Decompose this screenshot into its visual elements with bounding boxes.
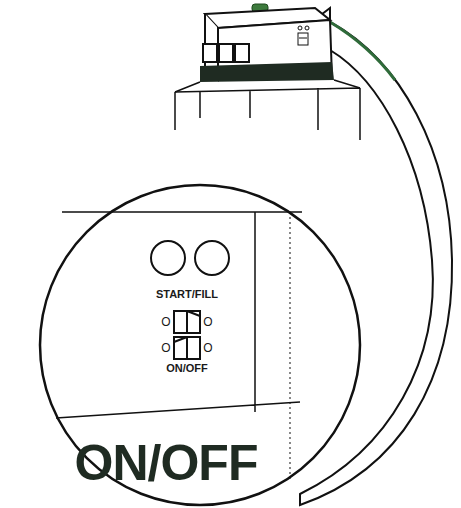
panel-square bbox=[203, 44, 217, 62]
heading-label: ON/OFF bbox=[75, 438, 258, 488]
rocker-switch bbox=[174, 337, 187, 359]
rocker-switch bbox=[187, 311, 200, 333]
indicator-dot bbox=[305, 26, 309, 30]
switch-label: ON/OFF bbox=[166, 363, 208, 374]
switch-label: START/FILL bbox=[156, 289, 218, 300]
machine-body bbox=[175, 80, 360, 92]
switch-position: O bbox=[161, 342, 170, 354]
mini-switch-line bbox=[299, 38, 307, 39]
indicator-lamp bbox=[151, 241, 185, 275]
rocker-switch bbox=[174, 311, 200, 333]
panel-square bbox=[235, 44, 249, 62]
switch-position: O bbox=[203, 316, 212, 328]
magnifier-circle bbox=[40, 185, 360, 505]
panel-edge bbox=[56, 212, 302, 418]
rocker-switch bbox=[174, 337, 200, 359]
panel-square bbox=[219, 44, 233, 62]
arrow-accent bbox=[330, 22, 395, 80]
panel-edge bbox=[290, 212, 291, 480]
indicator-dot bbox=[298, 26, 302, 30]
switch-position: O bbox=[161, 316, 170, 328]
mini-switch bbox=[298, 33, 308, 45]
switch-position: O bbox=[203, 342, 212, 354]
machine-body bbox=[175, 88, 360, 140]
indicator-lamp bbox=[195, 241, 229, 275]
dark-band bbox=[200, 62, 334, 82]
